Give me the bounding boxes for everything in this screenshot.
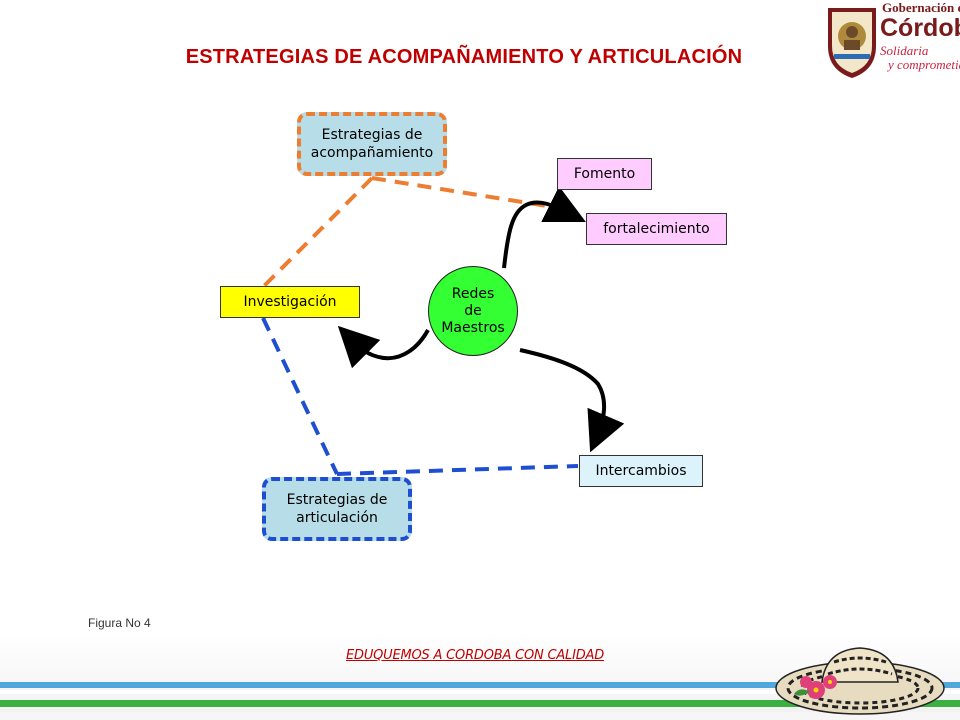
center-line-1: Redes	[451, 285, 495, 302]
node-investigacion: Investigación	[220, 286, 360, 318]
logo-tagline-2: y comprometida	[888, 57, 960, 72]
logo-line-2: Córdoba	[880, 14, 960, 42]
arrow-to-investigacion	[337, 325, 430, 369]
arrow-to-intercambios	[519, 348, 625, 453]
blue-connector-intercambios	[336, 464, 579, 476]
footer-stripe-blue	[0, 682, 960, 688]
logo-tagline-1: Solidaria	[880, 43, 929, 58]
page-title: ESTRATEGIAS DE ACOMPAÑAMIENTO Y ARTICULA…	[185, 46, 743, 68]
sombrero-vueltiao-icon	[775, 647, 945, 715]
footer-slogan: EDUQUEMOS A CORDOBA CON CALIDAD	[346, 648, 605, 663]
coat-of-arms-icon	[828, 8, 876, 78]
footer-stripe-white	[0, 690, 960, 694]
node-fomento: Fomento	[557, 158, 652, 190]
node-estrategias-articulacion: Estrategias de articulación	[262, 477, 412, 541]
node-intercambios: Intercambios	[579, 455, 703, 487]
logo-line-1: Gobernación de	[882, 0, 960, 15]
logo-tagline: Solidaria y comprometida	[880, 44, 960, 72]
blue-connector-investigacion	[261, 317, 339, 475]
orange-connector-fortalecimiento	[371, 176, 573, 212]
orange-connector-investigacion	[260, 176, 374, 290]
node-fortalecimiento: fortalecimiento	[586, 213, 727, 245]
node-estrategias-acompanamiento: Estrategias de acompañamiento	[297, 112, 447, 176]
node-redes-de-maestros: Redes de Maestros	[428, 266, 518, 356]
center-line-2: de	[464, 302, 482, 319]
figure-caption: Figura No 4	[88, 616, 151, 630]
footer-stripe-green	[0, 700, 960, 707]
center-line-3: Maestros	[441, 319, 505, 336]
arrow-to-fortalecimiento	[502, 186, 586, 269]
footer-stripe-light	[0, 712, 960, 720]
